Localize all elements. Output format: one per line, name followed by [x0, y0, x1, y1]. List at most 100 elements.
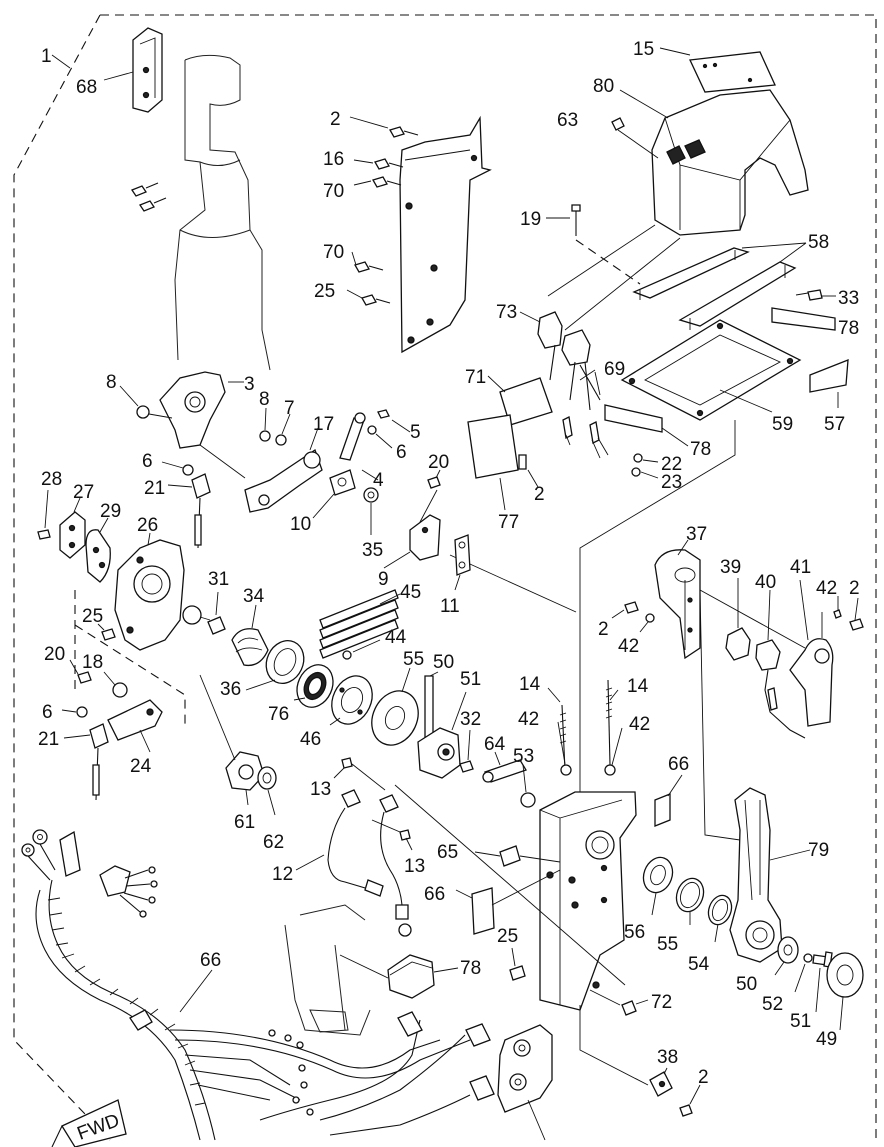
- callout-5: 5: [410, 422, 421, 443]
- callout-11: 11: [440, 596, 460, 617]
- leader-68: [179, 969, 213, 1013]
- callout-43a: 42: [518, 709, 539, 730]
- leader-66a: [667, 774, 683, 797]
- leader-65: [474, 851, 501, 857]
- part-26-clip: [509, 965, 526, 981]
- part-48-cam: [417, 727, 461, 779]
- leader-77: [293, 697, 306, 701]
- guide-65: [519, 855, 561, 863]
- part-51-screw: [812, 951, 833, 968]
- callout-73: 72: [651, 992, 672, 1013]
- part-32-screw: [459, 760, 474, 773]
- part-20-screw-a: [427, 476, 441, 489]
- leader-24: [139, 729, 151, 753]
- part-35-ring: [265, 640, 305, 684]
- callout-55: 55: [657, 934, 678, 955]
- part-11-link: [454, 534, 471, 576]
- part-58-rails: [632, 247, 797, 330]
- leader-75: [499, 477, 506, 511]
- callout-14a: 14: [519, 674, 541, 695]
- callout-66a: 66: [668, 754, 689, 775]
- callout-20a: 20: [428, 452, 449, 473]
- leader-32: [467, 729, 471, 761]
- leader-8a: [119, 385, 139, 407]
- part-19-bolt: [571, 204, 581, 236]
- callout-8b: 8: [259, 389, 270, 410]
- leaders-plate: [346, 116, 389, 299]
- callout-6c: 6: [42, 702, 53, 723]
- callout-25a: 25: [314, 281, 335, 302]
- part-69-bracket: [132, 27, 163, 113]
- guide-61: [199, 674, 236, 761]
- callout-66b: 66: [424, 884, 445, 905]
- callout-49: 49: [816, 1029, 837, 1050]
- leader-60: [401, 667, 411, 693]
- callout-53: 53: [513, 746, 534, 767]
- part-76-plate-lower: [604, 404, 663, 433]
- leader-66b: [455, 889, 473, 899]
- leader-2-bottom: [689, 1084, 701, 1105]
- part-12-harness: [327, 789, 412, 937]
- leader-79: [769, 849, 811, 861]
- callout-25b: 25: [82, 606, 103, 627]
- leader-switch-unit: [527, 1099, 546, 1141]
- leader-22-23: [640, 459, 659, 479]
- callout-51: 51: [790, 1011, 811, 1032]
- callout-13a: 13: [310, 779, 331, 800]
- callout-23: 23: [661, 472, 682, 493]
- lower-wires: [169, 1019, 471, 1136]
- leader-41: [799, 579, 809, 641]
- callout-72a: 70: [323, 181, 344, 202]
- callout-46: 46: [300, 729, 321, 750]
- part-30-screw: [37, 529, 51, 540]
- leader-4: [361, 469, 379, 481]
- leader-34: [251, 604, 257, 629]
- callout-32: 32: [460, 709, 481, 730]
- leader-6a: [375, 433, 393, 449]
- callout-42a: 42: [816, 578, 837, 599]
- part-47-pin: [424, 675, 434, 743]
- part-18-washer: [112, 682, 128, 698]
- part-73-nut: [621, 1000, 637, 1016]
- lower-connectors: [397, 1011, 495, 1101]
- part-78-connector: [387, 954, 435, 999]
- callout-4: 4: [373, 470, 384, 491]
- leader-45: [379, 593, 401, 605]
- part-61-cam: [225, 751, 265, 791]
- leader-31: [215, 591, 219, 616]
- callout-27: 26: [137, 515, 158, 536]
- part-34-boot: [231, 628, 269, 667]
- leader-70: [579, 369, 601, 396]
- callout-21b: 21: [38, 729, 59, 750]
- leader-53: [522, 764, 527, 793]
- callout-77: 76: [268, 704, 289, 725]
- part-21-lever-a: [191, 473, 211, 549]
- callout-9: 9: [378, 569, 389, 590]
- callout-30: 28: [41, 469, 62, 490]
- part-60-washer: [371, 690, 419, 746]
- part-17-arm: [244, 448, 323, 513]
- callout-20b: 20: [44, 644, 65, 665]
- leader-15: [659, 47, 691, 56]
- callout-8a: 8: [106, 372, 117, 393]
- callout-76b: 78: [690, 439, 711, 460]
- leader-59: [719, 389, 773, 413]
- callout-labels: 1 68 2 16 70 70 25 15 80 63 19 58 33 78 …: [38, 39, 860, 1145]
- part-63-screw: [611, 117, 625, 131]
- part-13-screw-a: [341, 757, 353, 769]
- callout-29: 29: [100, 501, 121, 522]
- part-27-housing: [114, 539, 185, 651]
- leader-38: [663, 1067, 668, 1075]
- part-57-pad: [809, 359, 849, 393]
- part-6-washer-a: [367, 425, 377, 435]
- part-80-cover: [651, 89, 809, 236]
- leader-78: [433, 967, 459, 973]
- part-37-handle: [654, 549, 701, 660]
- part-5-clip: [377, 409, 390, 419]
- part-52-washer: [803, 953, 813, 963]
- callout-35: 36: [220, 679, 241, 700]
- guide-41: [699, 589, 806, 649]
- part-7-washer: [275, 434, 287, 446]
- callout-28: 27: [73, 482, 94, 503]
- leader-76b: [661, 427, 689, 447]
